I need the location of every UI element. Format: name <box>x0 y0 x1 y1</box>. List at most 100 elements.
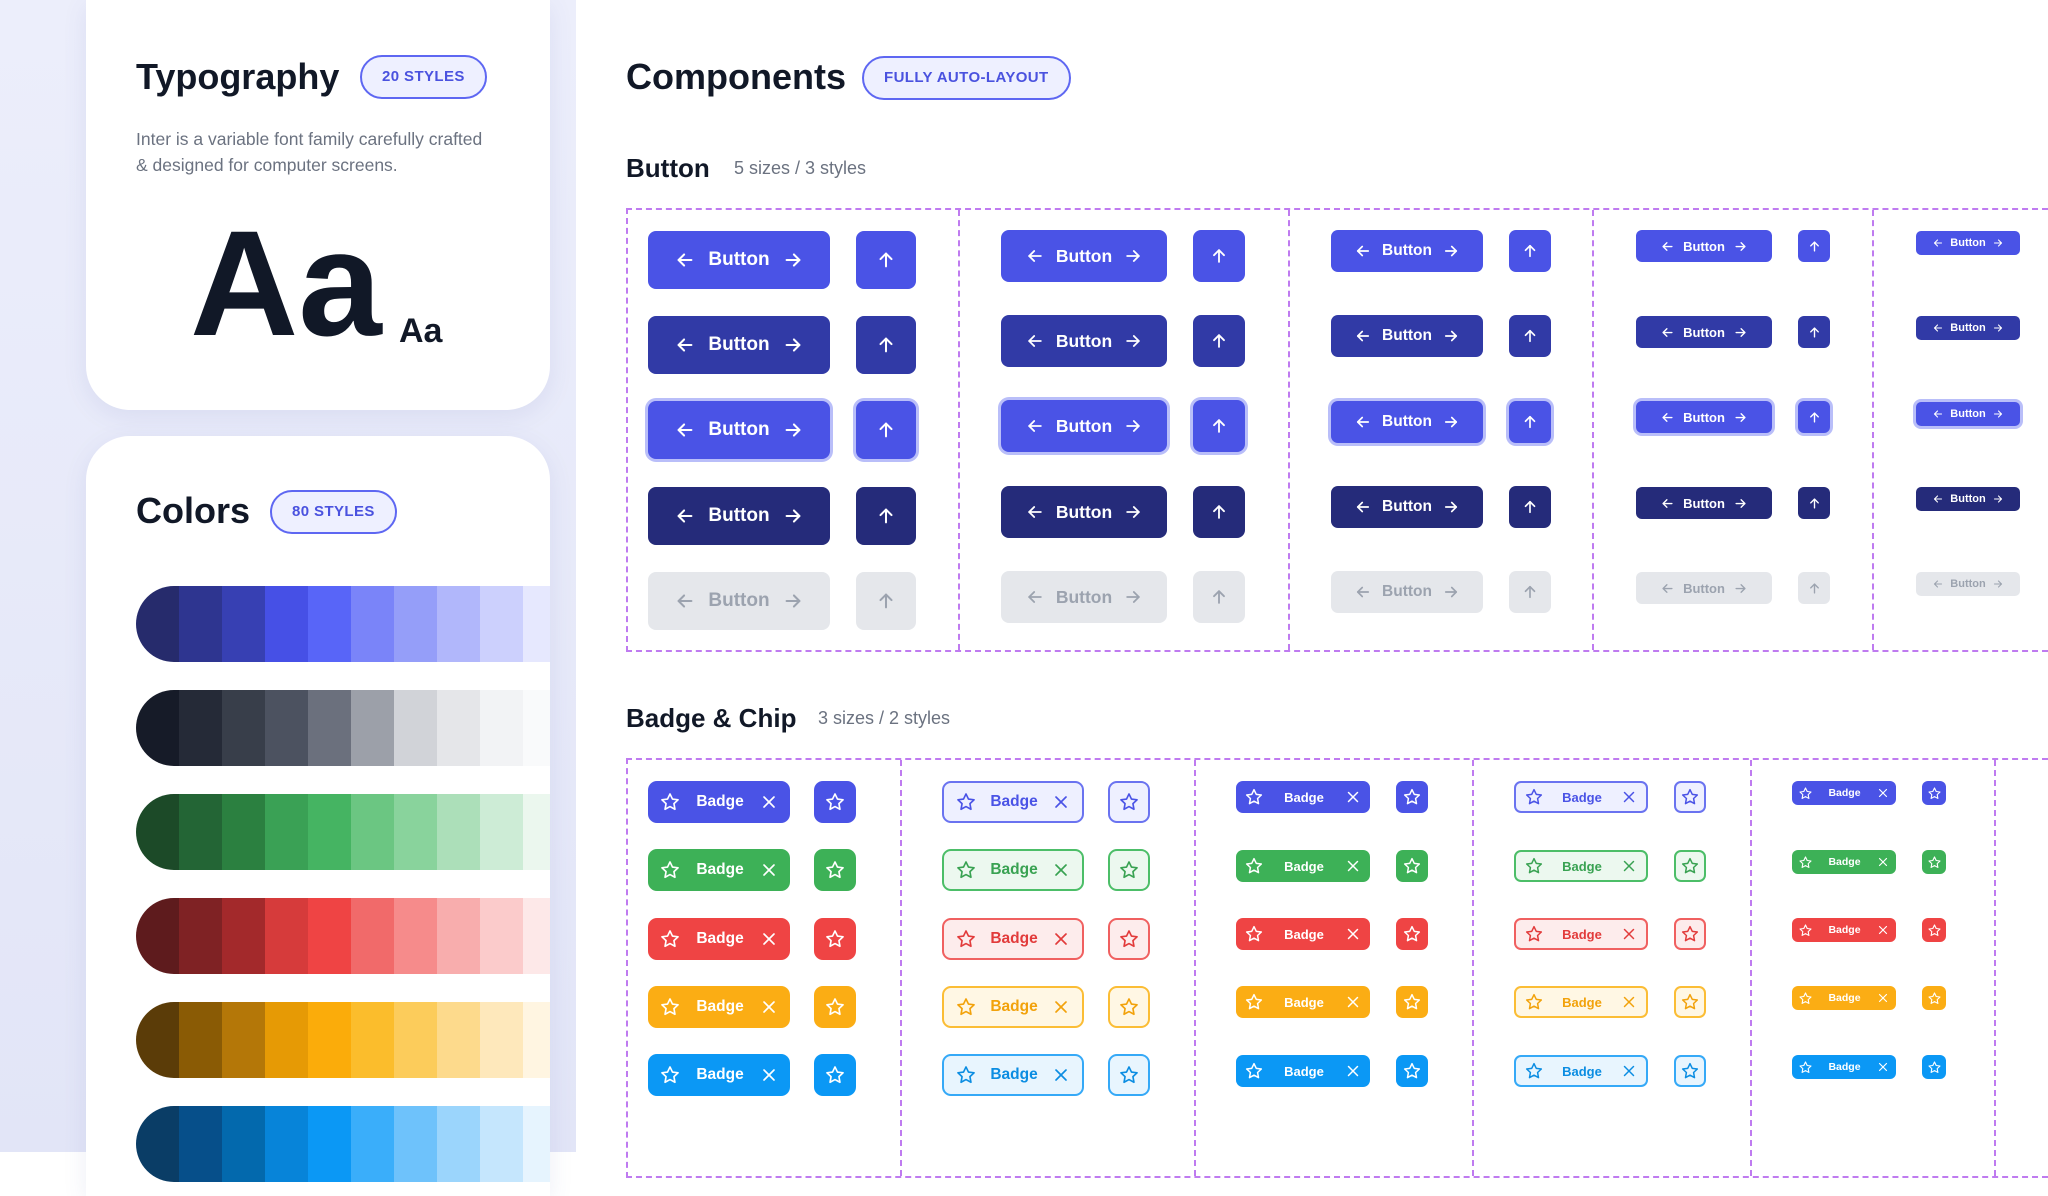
chip-solid-green[interactable] <box>1922 850 1946 874</box>
swatch-indigo-8[interactable] <box>437 586 480 662</box>
close-icon[interactable] <box>1876 855 1890 869</box>
button-focus-size3[interactable]: Button <box>1331 401 1483 443</box>
badge-solid-blue[interactable]: Badge <box>1792 1055 1896 1079</box>
badge-solid-indigo[interactable]: Badge <box>1236 781 1370 813</box>
close-icon[interactable] <box>1620 1062 1638 1080</box>
close-icon[interactable] <box>1051 997 1071 1017</box>
button-pressed-size4[interactable]: Button <box>1636 487 1772 519</box>
icon-button-default-size1[interactable] <box>856 231 916 289</box>
icon-button-hover-size1[interactable] <box>856 316 916 374</box>
chip-solid-indigo[interactable] <box>814 781 856 823</box>
chip-solid-green[interactable] <box>1396 850 1428 882</box>
chip-solid-indigo[interactable] <box>1922 781 1946 805</box>
close-icon[interactable] <box>1344 788 1362 806</box>
close-icon[interactable] <box>759 997 779 1017</box>
badge-light-indigo[interactable]: Badge <box>942 781 1084 823</box>
icon-button-focus-size2[interactable] <box>1193 400 1245 452</box>
chip-solid-green[interactable] <box>814 849 856 891</box>
swatch-amber-8[interactable] <box>437 1002 480 1078</box>
close-icon[interactable] <box>1344 993 1362 1011</box>
chip-solid-blue[interactable] <box>1922 1055 1946 1079</box>
badge-solid-indigo[interactable]: Badge <box>1792 781 1896 805</box>
swatch-gray-4[interactable] <box>265 690 308 766</box>
icon-button-default-size3[interactable] <box>1509 230 1551 272</box>
swatch-amber-6[interactable] <box>351 1002 394 1078</box>
swatch-amber-1[interactable] <box>136 1002 179 1078</box>
chip-light-blue[interactable] <box>1108 1054 1150 1096</box>
chip-solid-indigo[interactable] <box>1396 781 1428 813</box>
icon-button-hover-size2[interactable] <box>1193 315 1245 367</box>
swatch-red-3[interactable] <box>222 898 265 974</box>
icon-button-default-size4[interactable] <box>1798 230 1830 262</box>
swatch-blue-6[interactable] <box>351 1106 394 1182</box>
close-icon[interactable] <box>759 1065 779 1085</box>
button-disabled-size3[interactable]: Button <box>1331 571 1483 613</box>
chip-solid-blue[interactable] <box>814 1054 856 1096</box>
button-hover-size1[interactable]: Button <box>648 316 830 374</box>
close-icon[interactable] <box>1876 991 1890 1005</box>
badge-solid-amber[interactable]: Badge <box>1236 986 1370 1018</box>
badge-solid-amber[interactable]: Badge <box>648 986 790 1028</box>
swatch-red-1[interactable] <box>136 898 179 974</box>
swatch-green-9[interactable] <box>480 794 523 870</box>
chip-light-green[interactable] <box>1108 849 1150 891</box>
swatch-red-5[interactable] <box>308 898 351 974</box>
swatch-green-1[interactable] <box>136 794 179 870</box>
swatch-gray-3[interactable] <box>222 690 265 766</box>
badge-solid-green[interactable]: Badge <box>1236 850 1370 882</box>
badge-light-green[interactable]: Badge <box>1514 850 1648 882</box>
swatch-green-5[interactable] <box>308 794 351 870</box>
swatch-red-4[interactable] <box>265 898 308 974</box>
chip-light-blue[interactable] <box>1674 1055 1706 1087</box>
icon-button-focus-size4[interactable] <box>1798 401 1830 433</box>
swatch-indigo-1[interactable] <box>136 586 179 662</box>
chip-solid-amber[interactable] <box>1922 986 1946 1010</box>
swatch-gray-2[interactable] <box>179 690 222 766</box>
badge-solid-indigo[interactable]: Badge <box>648 781 790 823</box>
swatch-green-3[interactable] <box>222 794 265 870</box>
swatch-blue-4[interactable] <box>265 1106 308 1182</box>
swatch-red-10[interactable] <box>523 898 550 974</box>
chip-solid-red[interactable] <box>814 918 856 960</box>
close-icon[interactable] <box>1876 1060 1890 1074</box>
swatch-gray-1[interactable] <box>136 690 179 766</box>
swatch-indigo-7[interactable] <box>394 586 437 662</box>
icon-button-default-size2[interactable] <box>1193 230 1245 282</box>
badge-solid-amber[interactable]: Badge <box>1792 986 1896 1010</box>
close-icon[interactable] <box>1051 1065 1071 1085</box>
close-icon[interactable] <box>1620 925 1638 943</box>
close-icon[interactable] <box>1876 786 1890 800</box>
button-hover-size4[interactable]: Button <box>1636 316 1772 348</box>
icon-button-disabled-size2[interactable] <box>1193 571 1245 623</box>
chip-light-green[interactable] <box>1674 850 1706 882</box>
swatch-amber-2[interactable] <box>179 1002 222 1078</box>
close-icon[interactable] <box>1620 993 1638 1011</box>
swatch-red-2[interactable] <box>179 898 222 974</box>
swatch-indigo-6[interactable] <box>351 586 394 662</box>
swatch-amber-7[interactable] <box>394 1002 437 1078</box>
swatch-amber-4[interactable] <box>265 1002 308 1078</box>
swatch-amber-9[interactable] <box>480 1002 523 1078</box>
badge-solid-red[interactable]: Badge <box>1236 918 1370 950</box>
close-icon[interactable] <box>759 860 779 880</box>
close-icon[interactable] <box>1051 860 1071 880</box>
close-icon[interactable] <box>1344 925 1362 943</box>
swatch-indigo-2[interactable] <box>179 586 222 662</box>
close-icon[interactable] <box>1344 857 1362 875</box>
close-icon[interactable] <box>1051 929 1071 949</box>
close-icon[interactable] <box>1344 1062 1362 1080</box>
swatch-indigo-10[interactable] <box>523 586 550 662</box>
badge-light-green[interactable]: Badge <box>942 849 1084 891</box>
button-default-size4[interactable]: Button <box>1636 230 1772 262</box>
swatch-indigo-3[interactable] <box>222 586 265 662</box>
badge-light-amber[interactable]: Badge <box>942 986 1084 1028</box>
chip-solid-amber[interactable] <box>1396 986 1428 1018</box>
badge-light-red[interactable]: Badge <box>1514 918 1648 950</box>
close-icon[interactable] <box>759 929 779 949</box>
button-disabled-size2[interactable]: Button <box>1001 571 1167 623</box>
button-hover-size5[interactable]: Button <box>1916 316 2020 340</box>
badge-solid-green[interactable]: Badge <box>1792 850 1896 874</box>
badge-solid-red[interactable]: Badge <box>1792 918 1896 942</box>
icon-button-pressed-size2[interactable] <box>1193 486 1245 538</box>
swatch-red-6[interactable] <box>351 898 394 974</box>
